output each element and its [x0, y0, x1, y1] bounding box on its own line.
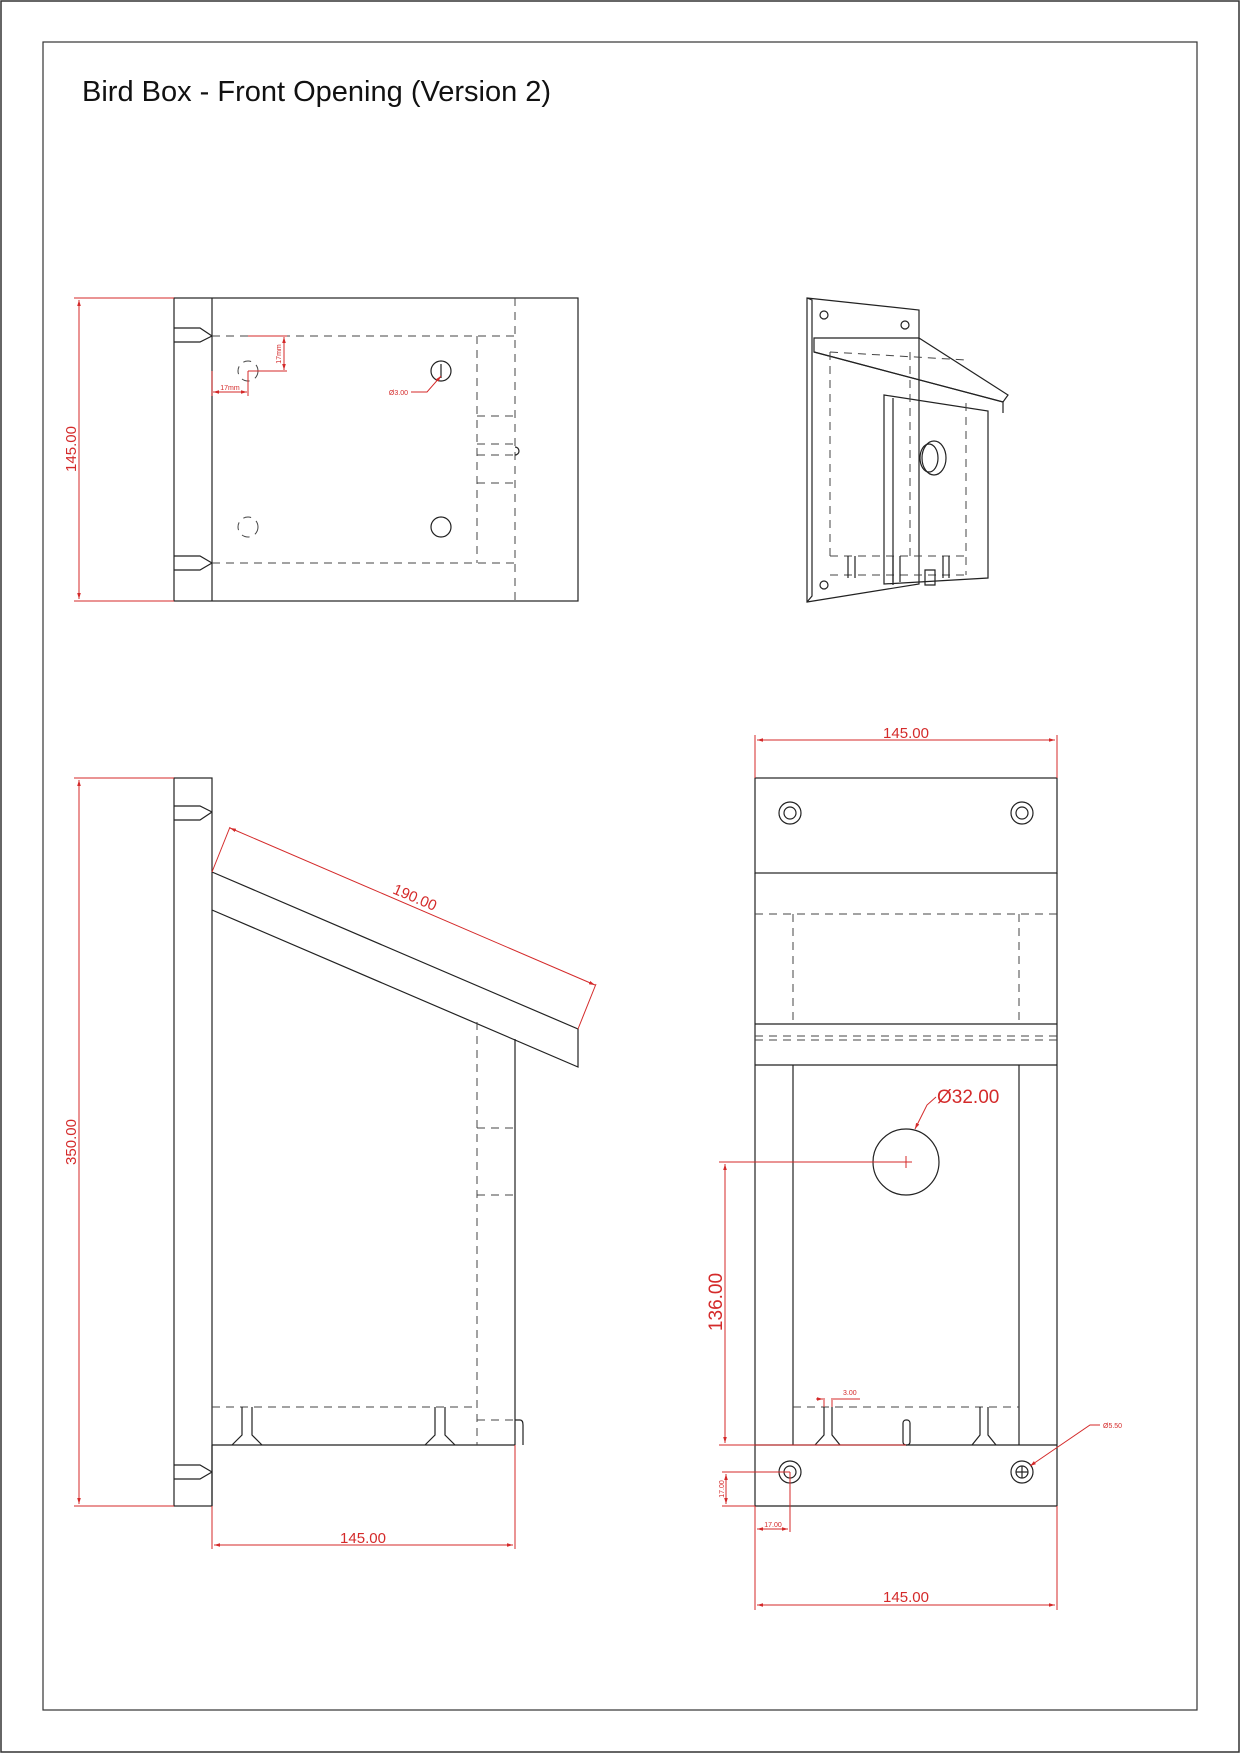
side-view [74, 777, 597, 1549]
mount-hole [1010, 1460, 1034, 1484]
front-view [719, 735, 1100, 1610]
screw-hole [430, 516, 452, 538]
top-view [74, 297, 579, 602]
front-bottom-width: 145.00 [883, 1589, 929, 1606]
drawing-title: Bird Box - Front Opening (Version 2) [82, 76, 552, 108]
screw-hole [430, 360, 452, 382]
mount-hole-diameter: Ø5.50 [1103, 1423, 1122, 1430]
top-height-dim: 145.00 [63, 426, 80, 472]
top-hole-offset-y: 17mm [276, 344, 283, 364]
front-hole-offset-y: 17.00 [719, 1480, 726, 1498]
top-hole-offset-x: 17mm [220, 385, 240, 392]
side-roof-dim: 190.00 [390, 881, 439, 915]
entrance-height: 136.00 [706, 1273, 727, 1331]
side-base-dim: 145.00 [340, 1530, 386, 1547]
front-hole-offset-x: 17.00 [764, 1522, 782, 1529]
isometric-view [806, 297, 1009, 603]
front-top-width: 145.00 [883, 725, 929, 742]
small-dim: 3.00 [843, 1390, 857, 1397]
inner-frame [42, 41, 1198, 1711]
side-height-dim: 350.00 [63, 1119, 80, 1165]
entrance-diameter: Ø32.00 [937, 1087, 999, 1108]
screw-hole [237, 516, 259, 538]
top-hole-diameter: Ø3.00 [389, 390, 408, 397]
